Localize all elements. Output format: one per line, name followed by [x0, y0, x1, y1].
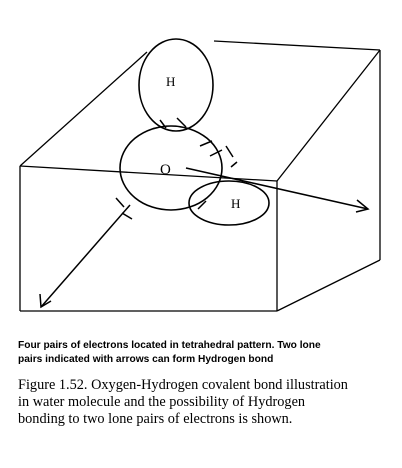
note-line-1: Four pairs of electrons located in tetra…: [18, 340, 321, 351]
upper-hydrogen-atom: [138, 38, 214, 132]
lone-pair-arrow-right: [185, 167, 370, 213]
caption-line-1: Figure 1.52. Oxygen-Hydrogen covalent bo…: [18, 377, 348, 393]
water-molecule-diagram: H O H: [19, 38, 381, 312]
oxygen-label: O: [160, 162, 171, 178]
upper-hydrogen-label: H: [166, 74, 175, 89]
lone-pair-arrow-left: [39, 204, 131, 309]
diagram-note: Four pairs of electrons located in tetra…: [18, 339, 388, 367]
right-hydrogen-label: H: [231, 196, 240, 211]
caption-line-3: bonding to two lone pairs of electrons i…: [18, 411, 293, 427]
caption-line-2: in water molecule and the possibility of…: [18, 394, 306, 410]
figure-caption: Figure 1.52. Oxygen-Hydrogen covalent bo…: [18, 377, 396, 428]
cube-back-edges: [19, 40, 381, 312]
cube-front-face: [19, 165, 278, 312]
right-hydrogen-atom: [188, 180, 270, 226]
note-line-2: pairs indicated with arrows can form Hyd…: [18, 354, 274, 365]
oxygen-atom: [119, 125, 223, 211]
lone-pair-marks: [115, 140, 238, 220]
